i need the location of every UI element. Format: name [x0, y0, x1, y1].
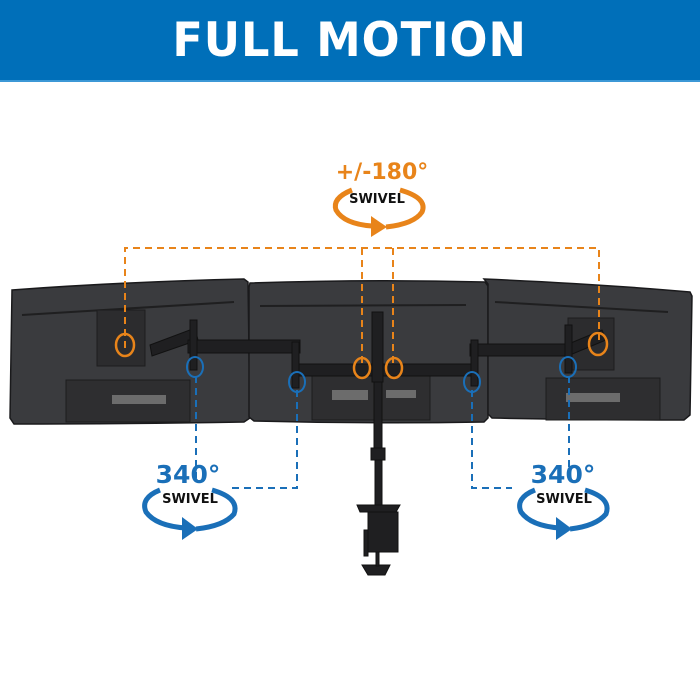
monitor-center — [248, 279, 489, 424]
center-swivel-degrees: +/-180° — [335, 160, 429, 185]
left-swivel-degrees: 340° — [155, 460, 221, 489]
monitor-right — [482, 278, 693, 421]
left-swivel-arrow-icon — [142, 487, 238, 540]
right-swivel-label: SWIVEL — [536, 492, 592, 507]
banner-title: FULL MOTION — [172, 12, 528, 68]
center-swivel-arrow-icon — [332, 187, 426, 237]
blue-highlight-circles — [186, 356, 577, 393]
center-swivel-label: SWIVEL — [349, 192, 405, 207]
mount-arm — [149, 311, 607, 576]
left-swivel-label: SWIVEL — [162, 492, 218, 507]
right-swivel-arrow-icon — [517, 487, 610, 540]
orange-highlight-circles — [114, 331, 609, 380]
right-swivel-degrees: 340° — [530, 460, 596, 489]
side-swivel-guides — [195, 376, 570, 489]
monitor-left — [9, 278, 251, 425]
center-swivel-guide — [124, 247, 600, 368]
header-banner: FULL MOTION — [0, 0, 700, 82]
